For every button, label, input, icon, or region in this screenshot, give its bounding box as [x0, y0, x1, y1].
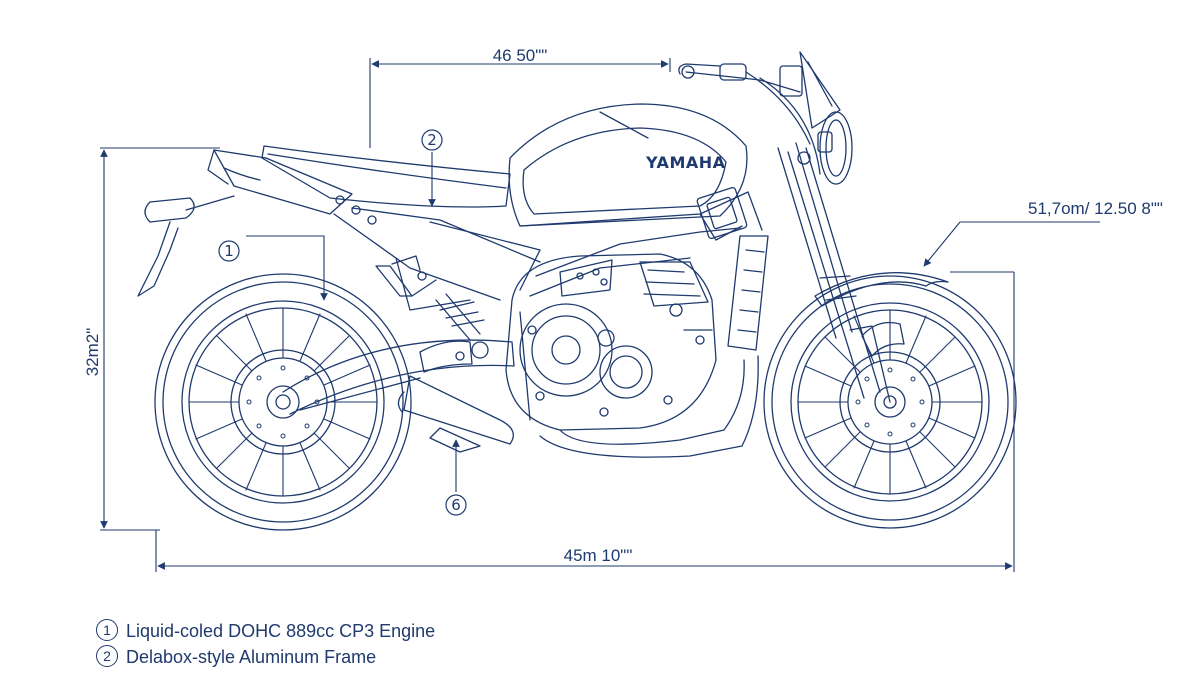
callout-2: 2 — [421, 129, 443, 151]
dimension-lines — [100, 58, 1100, 572]
exhaust — [397, 355, 759, 458]
callout-6-number: 6 — [451, 496, 461, 514]
callout-1: 1 — [218, 240, 240, 262]
rear-wheel-spokes — [188, 307, 378, 497]
swingarm — [282, 339, 515, 415]
legend-number: 2 — [96, 645, 118, 668]
legend: 1 Liquid-coled DOHC 889cc CP3 Engine 2 Del… — [96, 618, 796, 670]
callout-2-number: 2 — [427, 131, 437, 149]
dimension-left: 32m2" — [83, 328, 102, 377]
legend-text: Delabox-style Aluminum Frame — [126, 647, 377, 667]
callout-1-number: 1 — [224, 242, 234, 260]
callout-6: 6 — [445, 494, 467, 516]
rear-disc-holes — [246, 365, 320, 439]
subframe — [333, 207, 541, 311]
front-disc-holes — [855, 367, 925, 437]
rear-shock — [435, 293, 485, 341]
brand-text: YAMAHA — [645, 153, 726, 172]
rear-wheel — [154, 273, 412, 531]
legend-item-1: 1 Liquid-coled DOHC 889cc CP3 Engine — [96, 618, 796, 644]
legend-text: Liquid-coled DOHC 889cc CP3 Engine — [126, 621, 436, 641]
seat — [261, 145, 511, 208]
footpeg — [375, 255, 437, 297]
dimension-top: 46 50"" — [493, 46, 548, 65]
legend-item-2: 2 Delabox-style Aluminum Frame — [96, 644, 796, 670]
front-fender — [814, 272, 949, 307]
engine — [505, 253, 717, 431]
headlight-assembly — [678, 51, 853, 185]
dimension-right: 51,7om/ 12.50 8"" — [1028, 199, 1163, 218]
legend-number: 1 — [96, 619, 118, 642]
front-fork — [777, 142, 891, 403]
fuel-tank — [508, 103, 748, 227]
radiator — [727, 235, 769, 351]
tail-section — [137, 149, 377, 297]
dimension-bottom: 45m 10"" — [564, 546, 633, 565]
main-frame — [519, 186, 763, 297]
front-wheel — [763, 275, 1017, 529]
